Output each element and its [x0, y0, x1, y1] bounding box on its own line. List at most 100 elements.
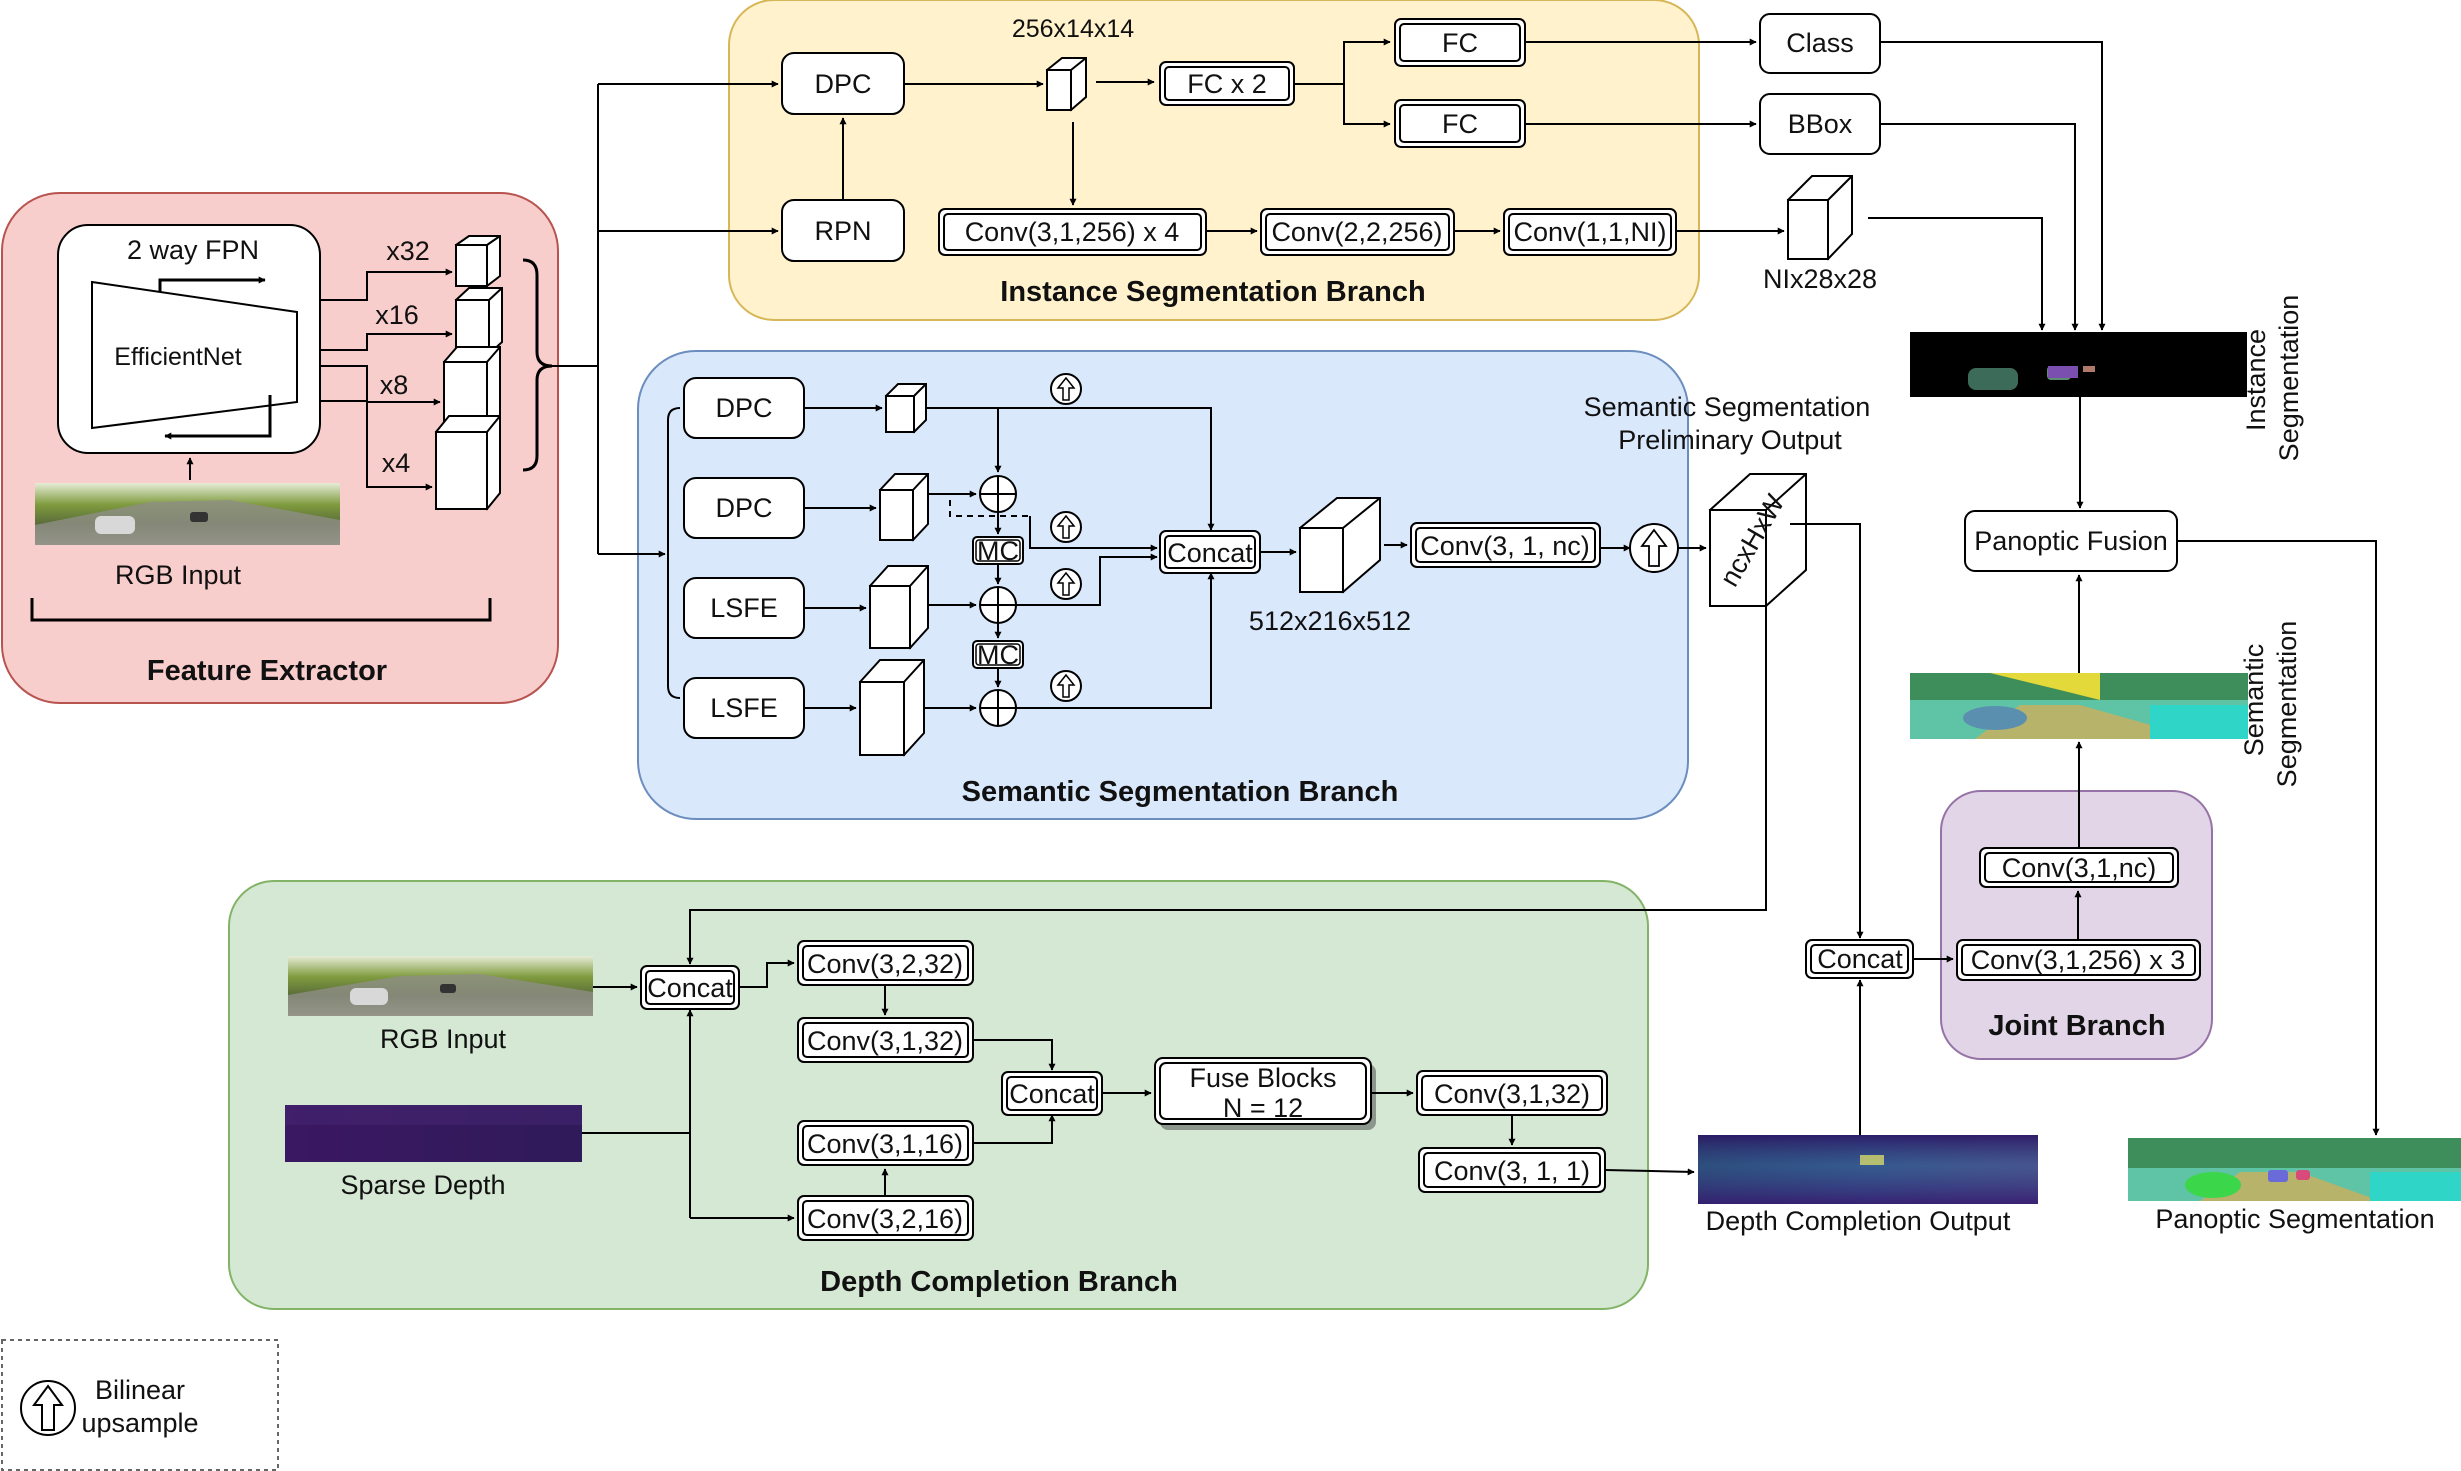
- fpn-bottom-arrow: [164, 395, 272, 440]
- conv-3-2-32-box: [797, 940, 974, 986]
- fpn-out-x16-arrow: [320, 330, 453, 351]
- mc-1-label: MC: [977, 536, 1019, 566]
- roi-size-label: 256x14x14: [1012, 15, 1134, 43]
- depth-branch-title: Depth Completion Branch: [820, 1266, 1178, 1298]
- semantic-to-depth-concat-arrow: [686, 598, 1767, 965]
- instance-branch-title: Instance Segmentation Branch: [1000, 276, 1425, 308]
- joint-branch-title: Joint Branch: [1988, 1010, 2165, 1042]
- class-label: Class: [1786, 28, 1854, 58]
- depth-concat-1-label: Concat: [647, 973, 733, 1003]
- bbox-to-instance-out-arrow: [1880, 123, 2079, 331]
- feature-extractor-title: Feature Extractor: [147, 655, 387, 687]
- conv-3-1-16-label: Conv(3,1,16): [807, 1129, 963, 1159]
- conv-2-2-256-box: [1260, 208, 1455, 256]
- rgb-input-image: [35, 483, 340, 545]
- joint-conv-3-1-256-label: Conv(3,1,256) x 3: [1971, 945, 2186, 975]
- semantic-branch-title: Semantic Segmentation Branch: [962, 776, 1399, 808]
- conv-3-1-16-to-concat-arrow: [973, 1114, 1056, 1144]
- feature-map-x16: [454, 287, 503, 356]
- add-node-3: [979, 689, 1017, 727]
- add-node-1: [979, 475, 1017, 513]
- add1-to-concat-arrow: [1029, 516, 1158, 552]
- instance-output-label-2: Segmentation: [2274, 295, 2304, 462]
- semantic-conv-box: [1410, 522, 1601, 568]
- conv-2-2-256-label: Conv(2,2,256): [1271, 217, 1442, 247]
- efficientnet-label: EfficientNet: [114, 343, 241, 371]
- panoptic-fusion-label: Panoptic Fusion: [1974, 526, 2168, 556]
- fc-class-label: FC: [1442, 28, 1478, 58]
- fm1-to-concat-arrow: [998, 407, 1215, 531]
- depth-conv-3-1-32-label: Conv(3,1,32): [1434, 1079, 1590, 1109]
- semantic-feature-map-4: [858, 659, 925, 757]
- instance-dpc-label: DPC: [814, 69, 871, 99]
- fpn-out-x8-arrow: [320, 365, 441, 406]
- upsample-icon: [1050, 373, 1082, 405]
- instance-output-label-1: Instance: [2241, 329, 2271, 431]
- scale-x16-label: x16: [375, 300, 419, 330]
- depth-completion-output-label: Depth Completion Output: [1706, 1206, 2011, 1236]
- semantic-prelim-label-1: Semantic Segmentation: [1584, 392, 1871, 422]
- feature-map-x4: [434, 415, 501, 511]
- depth-concat-2-label: Concat: [1009, 1079, 1095, 1109]
- conv-1-1-ni-label: Conv(1,1,NI): [1513, 217, 1666, 247]
- scale-x32-label: x32: [386, 236, 430, 266]
- semantic-volume-size-label: 512x216x512: [1249, 606, 1411, 636]
- fusion-to-panoptic-arrow: [2177, 540, 2380, 1136]
- mc-2-label: MC: [977, 640, 1019, 670]
- depth-rgb-input-label: RGB Input: [380, 1024, 507, 1054]
- conv-3-1-256-x4-box: [938, 208, 1207, 256]
- legend-upsample-icon: [20, 1380, 76, 1436]
- conv-3-2-16-label: Conv(3,2,16): [807, 1204, 963, 1234]
- lsfe-2-label: LSFE: [710, 693, 778, 723]
- semantic-volume: [1298, 497, 1381, 594]
- feature-map-x8: [442, 346, 501, 432]
- joint-conv-3-1-nc-box: [1979, 847, 2179, 888]
- conv-3-2-32-label: Conv(3,2,32): [807, 949, 963, 979]
- semantic-output-label-2: Segmentation: [2272, 621, 2302, 788]
- fpn-label: 2 way FPN: [127, 235, 259, 265]
- add2-to-concat-arrow: [1016, 553, 1158, 606]
- depth-conv-3-1-32-box: [1416, 1070, 1608, 1116]
- depth-concat-2-box: [1001, 1071, 1103, 1116]
- semantic-split-bracket: [667, 407, 681, 699]
- bbox-label: BBox: [1788, 109, 1853, 139]
- dashed-skip: [949, 500, 1030, 517]
- semantic-segmentation-image: [1910, 673, 2248, 739]
- semantic-dpc-2-label: DPC: [715, 493, 772, 523]
- semantic-dpc-1-label: DPC: [715, 393, 772, 423]
- upsample-icon: [1050, 670, 1082, 702]
- depth-completion-output-image: [1698, 1135, 2038, 1204]
- fc-bbox-label: FC: [1442, 109, 1478, 139]
- mc-box-1: [972, 536, 1024, 565]
- fc-x2-label: FC x 2: [1187, 69, 1267, 99]
- fcx2-to-fc-top-arrow: [1343, 38, 1391, 84]
- conv-3-1-1-label: Conv(3, 1, 1): [1434, 1156, 1590, 1186]
- conv-3-1-16-box: [797, 1120, 974, 1166]
- panoptic-segmentation-label: Panoptic Segmentation: [2155, 1204, 2434, 1234]
- instance-segmentation-image: [1910, 332, 2247, 397]
- semantic-upsample-icon: [1629, 523, 1679, 573]
- class-box: [1759, 13, 1881, 74]
- legend-label-1: Bilinear: [95, 1375, 185, 1405]
- scale-x8-label: x8: [380, 370, 409, 400]
- conv-1-1-ni-box: [1503, 208, 1677, 256]
- feature-map-x32: [454, 235, 501, 288]
- mask-size-label: NIx28x28: [1763, 264, 1877, 294]
- fuse-blocks-label-1: Fuse Blocks: [1189, 1063, 1336, 1093]
- semantic-to-joint-concat-arrow: [1790, 523, 1864, 939]
- joint-conv-3-1-256-box: [1956, 939, 2201, 981]
- lsfe-1-label: LSFE: [710, 593, 778, 623]
- conv-3-1-32-label: Conv(3,1,32): [807, 1026, 963, 1056]
- semantic-feature-map-2: [878, 473, 929, 542]
- legend-label-2: upsample: [81, 1408, 198, 1438]
- feature-extractor-bracket: [30, 598, 492, 622]
- fpn-out-x32-arrow: [320, 268, 453, 301]
- efficientnet-trapezoid: [91, 280, 298, 430]
- semantic-conv-label: Conv(3, 1, nc): [1420, 531, 1590, 561]
- class-to-instance-out-arrow: [1880, 41, 2106, 331]
- conv-3-1-256-x4-label: Conv(3,1,256) x 4: [965, 217, 1180, 247]
- fc-bbox-box: [1394, 99, 1526, 148]
- semantic-feature-map-3: [868, 565, 929, 650]
- fuse-blocks-box: [1154, 1057, 1376, 1130]
- fpn-out-x4-arrow: [320, 400, 433, 491]
